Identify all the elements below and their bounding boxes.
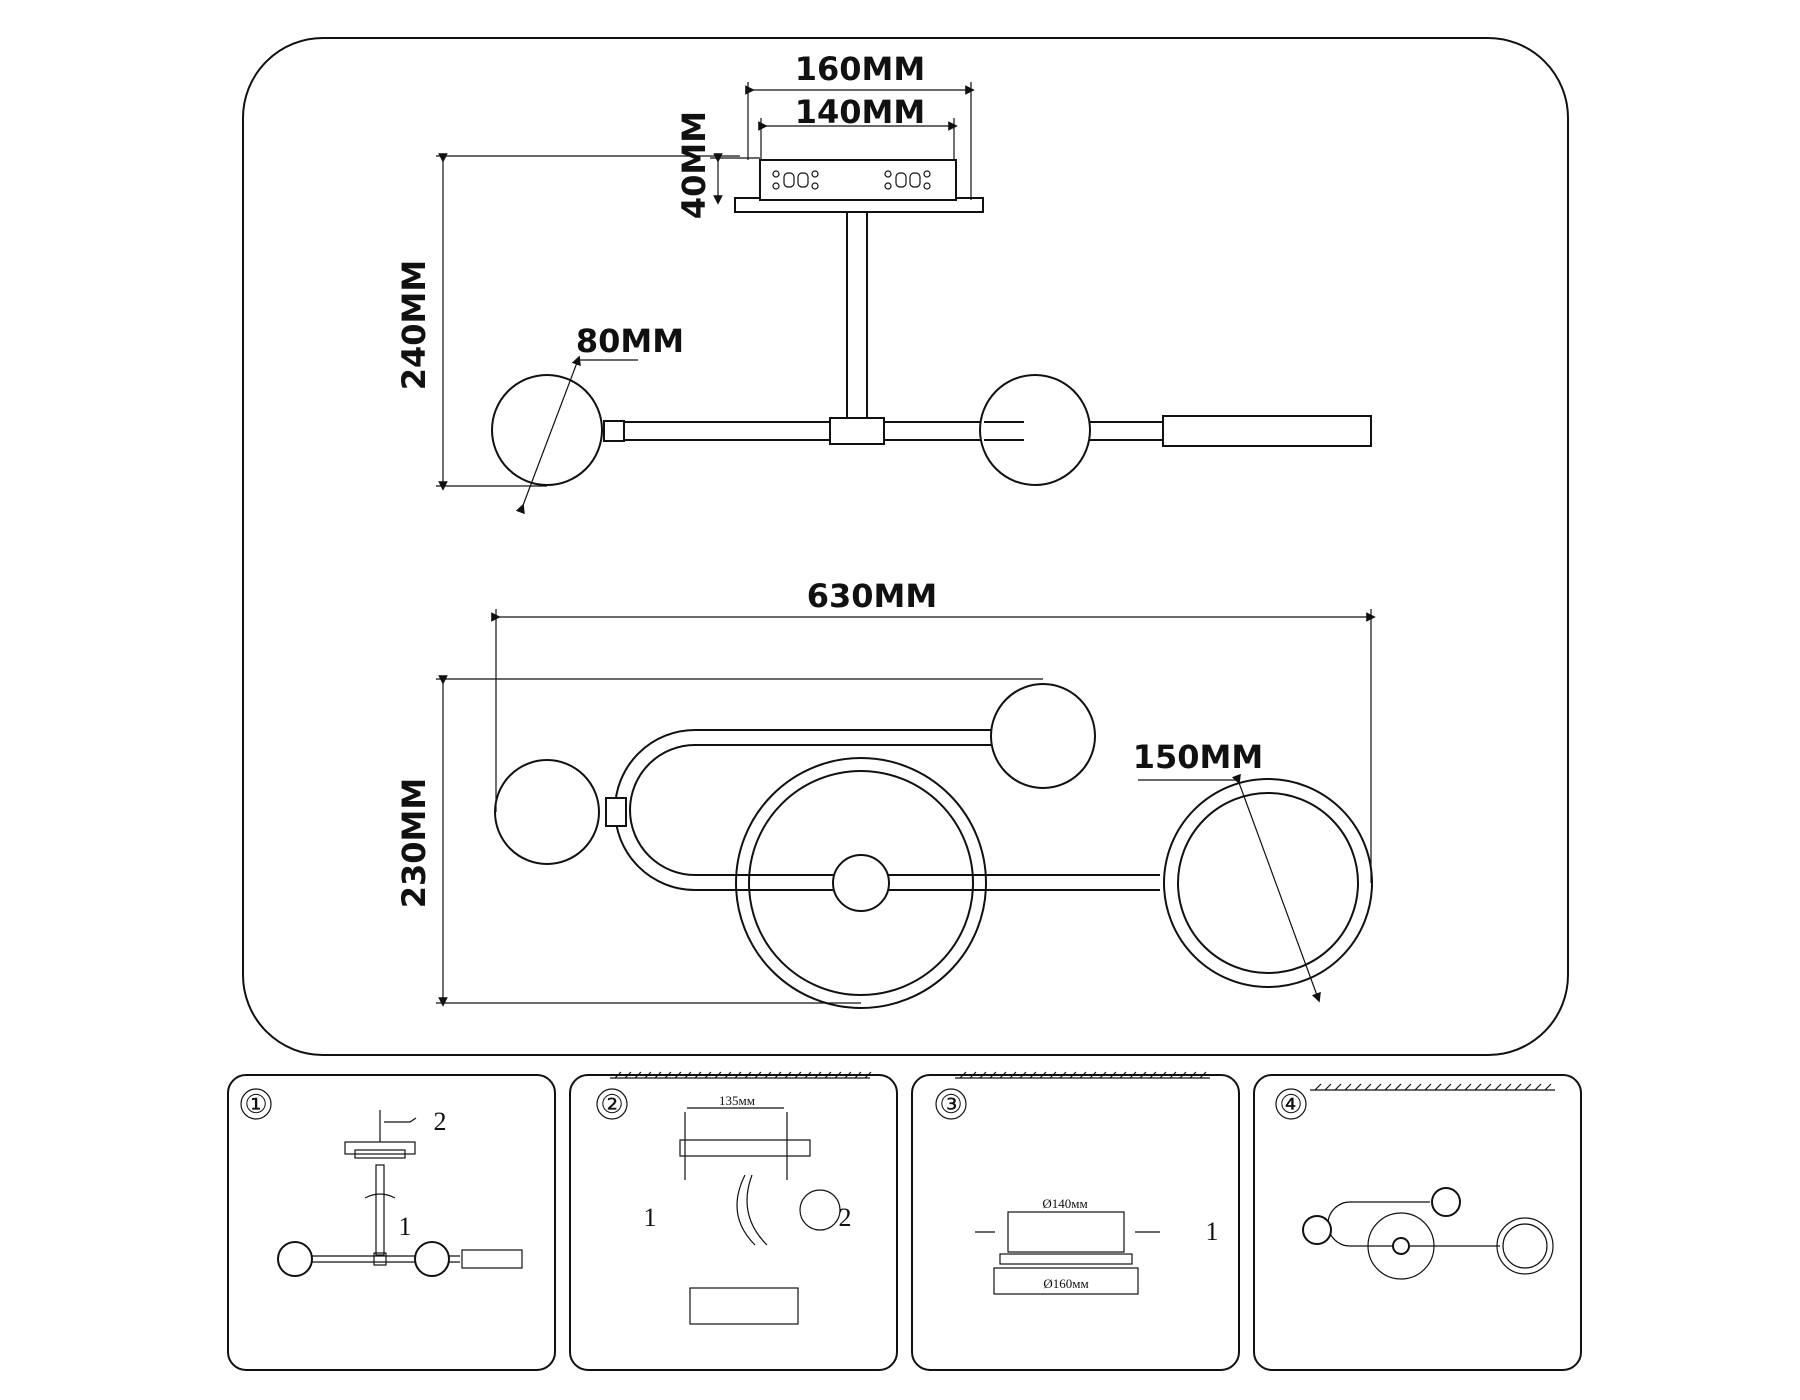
canopy-box [759, 159, 957, 201]
step-1-panel: ① 2 1 [227, 1074, 556, 1371]
right-ring-inner [1177, 792, 1359, 974]
step-2-label-2: 2 [839, 1203, 852, 1232]
step-3-outer-label: Ø160мм [1043, 1276, 1088, 1291]
top-view: 630MM 230MM 150MM [395, 577, 1376, 1009]
step-4-panel: ④ [1253, 1074, 1582, 1371]
total-width-label: 630MM [807, 577, 937, 615]
center-globe [832, 854, 890, 912]
globe-left-socket [603, 420, 625, 442]
main-frame [242, 37, 1569, 1056]
step-2-panel: ② 135мм 1 2 [569, 1071, 898, 1371]
step-2-spacing-label: 135мм [719, 1093, 755, 1108]
globe-left [491, 374, 603, 486]
center-joint [829, 417, 885, 445]
step-2-number: ② [600, 1090, 623, 1119]
globe-diameter-label: 80MM [576, 322, 684, 360]
canopy-height-label: 40MM [675, 111, 713, 219]
step-1-label-2: 2 [434, 1107, 447, 1136]
step-4-number: ④ [1279, 1090, 1302, 1119]
step-3-panel: ③ Ø140мм Ø160мм 1 [911, 1071, 1240, 1371]
center-ring-outer [735, 757, 987, 1009]
step-3-label-1: 1 [1206, 1217, 1219, 1246]
center-ring-inner [748, 770, 974, 996]
step-1-label-1: 1 [399, 1212, 412, 1241]
canopy-outer-width-label: 160MM [795, 50, 925, 88]
stem [846, 211, 868, 421]
step-2-label-1: 1 [644, 1203, 657, 1232]
globe-right [979, 374, 1091, 486]
total-depth-label: 230MM [395, 778, 433, 908]
right-ring-outer [1163, 778, 1373, 988]
step-3-inner-label: Ø140мм [1042, 1196, 1087, 1211]
top-globe-top [990, 683, 1096, 789]
loop-arm-inner [629, 744, 1160, 876]
led-bar [1162, 415, 1372, 447]
step-1-number: ① [244, 1090, 267, 1119]
canopy-holes-icon [772, 170, 931, 190]
side-view: 160MM 140MM 40MM 240MM 80MM [395, 50, 1372, 515]
canopy-inner-width-label: 140MM [795, 93, 925, 131]
top-globe-left [494, 759, 600, 865]
ring-diameter-label: 150MM [1133, 738, 1263, 776]
step-3-number: ③ [939, 1090, 962, 1119]
total-height-label: 240MM [395, 260, 433, 390]
